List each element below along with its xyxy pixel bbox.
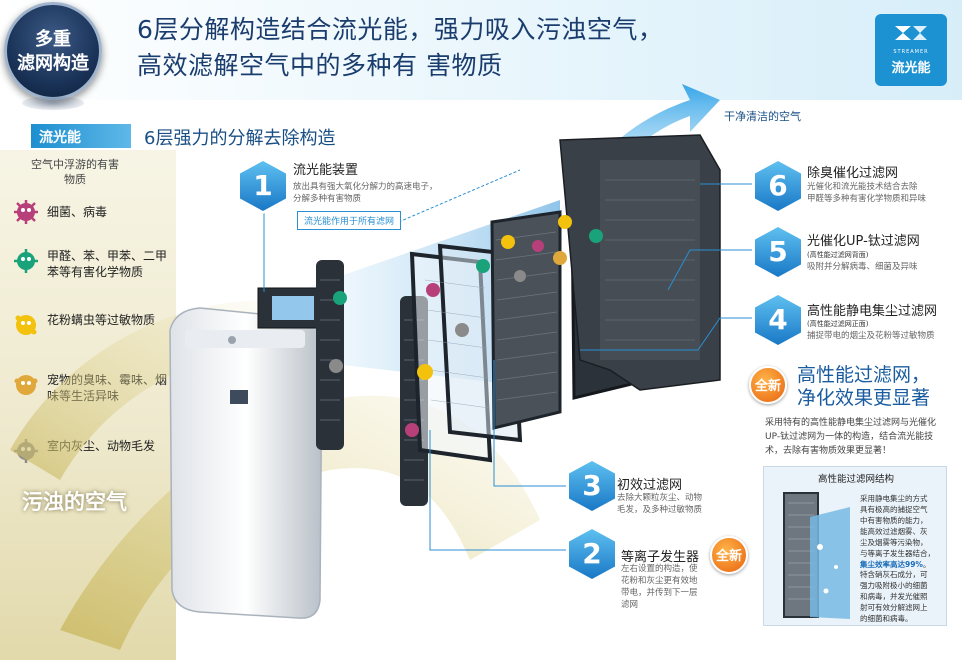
- air-purifier-unit: [169, 307, 323, 619]
- leader-line: [429, 430, 568, 551]
- pollutant-label: 花粉螨虫等过敏物质: [47, 313, 156, 327]
- step-1-title: 流光能装置: [293, 163, 359, 178]
- step-4-title: 高性能静电集尘过滤网: [807, 304, 938, 319]
- hp-title-line: 净化效果更显著: [797, 387, 931, 409]
- streamer-logo-icon: [895, 26, 927, 40]
- purifier-back-housing: [559, 134, 721, 391]
- structure-desc-line: 强力吸附极小的细菌: [860, 581, 928, 590]
- high-performance-desc: 采用特有的高性能静电集尘过滤网与光催化UP-钛过滤网为一体的构造，结合流光能技术…: [765, 418, 937, 456]
- dirty-air-label: 污浊的空气: [22, 490, 127, 514]
- dust-efficiency-highlight: 集尘效率高达99%: [860, 560, 923, 569]
- badge-line1: 多重: [35, 29, 71, 50]
- structure-desc-line: 射可有效分解滤网上: [860, 603, 928, 612]
- section-subtitle: 6层强力的分解去除构造: [144, 128, 336, 149]
- step-4-badge: 4: [755, 295, 801, 345]
- logo-sub-text: STREAMER: [893, 49, 929, 55]
- pollutant-label: 细菌、病毒: [47, 205, 108, 219]
- streamer-callout: 流光能作用于所有滤网: [297, 211, 402, 230]
- structure-desc-bottom: 特含硝灰石成分，可 强力吸附极小的细菌 和病毒，并发光催照 射可有效分解滤网上 …: [860, 569, 928, 624]
- structure-desc-line: 特含硝灰石成分，可: [860, 570, 928, 579]
- step-2-title: 等离子发生器: [621, 550, 700, 565]
- filter-structure-panel: 高性能过滤网结构 采用静电集尘的方式 具有极高的捕捉空气 中有害物质的能力， 能…: [763, 466, 947, 626]
- pollutant-label: 甲醛、苯、甲苯、二甲苯等有害化学物质: [47, 249, 168, 279]
- page-headline: 6层分解构造结合流光能，强力吸入污浊空气， 高效滤解空气中的多种有 害物质: [137, 12, 663, 84]
- structure-desc-line: 能高效过滤烟雾、灰: [860, 527, 928, 536]
- step-5-badge: 5: [755, 227, 801, 277]
- streamer-device: [257, 287, 325, 329]
- structure-desc-line: 采用静电集尘的方式: [860, 494, 928, 503]
- step-2-desc-line: 滤网: [621, 600, 639, 610]
- brand-tag: 流光能: [31, 124, 131, 148]
- leader-line: [580, 317, 760, 351]
- step-5-desc-small: (高性能过滤网背面): [807, 251, 869, 259]
- multi-filter-badge: 多重 滤网构造: [4, 2, 102, 100]
- step-3-badge: 3: [569, 461, 615, 511]
- hp-title-line: 高性能过滤网，: [797, 364, 931, 386]
- step-2-desc-line: 带电，并传到下一层: [621, 588, 698, 598]
- step-2-desc: 左右设置的构造，使 花粉和灰尘更有效地 带电，并传到下一层 滤网: [621, 563, 698, 611]
- pollen-germ-icon: [15, 315, 37, 335]
- step-6-desc: 光催化和流光能技术结合去除 甲醛等多种有害化学物质和异味: [807, 181, 926, 205]
- odor-germ-icon: [14, 375, 38, 395]
- structure-desc-line: 具有极高的捕捉空气: [860, 505, 928, 514]
- step-5-title: 光催化UP-钛过滤网: [807, 234, 920, 249]
- step-4-desc-small: (高性能过滤网正面): [807, 320, 869, 328]
- step-6-desc-line: 甲醛等多种有害化学物质和异味: [807, 194, 927, 204]
- step-6-desc-line: 光催化和流光能技术结合去除: [807, 182, 918, 192]
- step-6-badge: 6: [755, 161, 801, 211]
- badge-reflection: [22, 96, 84, 110]
- headline-line2: 高效滤解空气中的多种有 害物质: [137, 51, 503, 80]
- clean-air-label: 干净清洁的空气: [724, 110, 801, 123]
- headline-line1: 6层分解构造结合流光能，强力吸入污浊空气，: [137, 15, 664, 44]
- badge-line2: 滤网构造: [17, 53, 89, 74]
- step-3-title: 初效过滤网: [617, 478, 683, 493]
- new-badge: 全新: [749, 366, 787, 404]
- filter-structure-diagram: [783, 492, 850, 619]
- step-4-desc: 捕捉带电的烟尘及花粉等过敏物质: [807, 331, 935, 341]
- step-1-desc: 放出具有强大氧化分解力的高速电子， 分解多种有害物质: [293, 181, 438, 205]
- logo-name: 流光能: [891, 61, 931, 76]
- new-badge: 全新: [710, 536, 748, 574]
- structure-desc-line: 和病毒，并发光催照: [860, 592, 928, 601]
- chemical-germ-icon: [14, 249, 38, 273]
- step-6-title: 除臭催化过滤网: [807, 166, 899, 181]
- step-1-desc-line: 放出具有强大氧化分解力的高速电子，: [293, 182, 438, 192]
- leader-line: [393, 169, 521, 225]
- structure-desc-top: 采用静电集尘的方式 具有极高的捕捉空气 中有害物质的能力， 能高效过滤烟雾、灰 …: [860, 493, 935, 570]
- pollutants-heading: 空气中浮游的有害物质: [31, 158, 119, 186]
- germ-particles: [329, 215, 603, 437]
- step-3-desc-line: 去除大颗粒灰尘、动物: [617, 493, 703, 503]
- leader-line: [493, 360, 568, 487]
- structure-desc-line: 的细菌和病毒。: [860, 614, 913, 623]
- high-performance-title: 高性能过滤网， 净化效果更显著: [797, 364, 930, 410]
- header-bar: [0, 0, 962, 100]
- step-3-desc: 去除大颗粒灰尘、动物 毛发，及多种过敏物质: [617, 492, 702, 516]
- step-1-desc-line: 分解多种有害物质: [293, 194, 362, 204]
- structure-desc-line: 尘及烟雾等污染物，: [860, 538, 928, 547]
- step-2-desc-line: 花粉和灰尘更有效地: [621, 576, 698, 586]
- structure-title: 高性能过滤网结构: [817, 474, 894, 485]
- bacteria-germ-icon: [14, 200, 38, 224]
- step-2-desc-line: 左右设置的构造，使: [621, 564, 698, 574]
- streamer-logo: STREAMER 流光能: [875, 14, 947, 86]
- daikin-logo-mark: [230, 390, 248, 404]
- leader-line: [667, 249, 760, 291]
- step-5-desc: 吸附并分解病毒、细菌及异味: [807, 262, 918, 272]
- step-3-desc-line: 毛发，及多种过敏物质: [617, 505, 703, 515]
- structure-desc-line: 与等离子发生器结合，: [860, 549, 935, 558]
- structure-highlight-suffix: 。: [922, 560, 931, 569]
- structure-desc-line: 中有害物质的能力，: [860, 516, 928, 525]
